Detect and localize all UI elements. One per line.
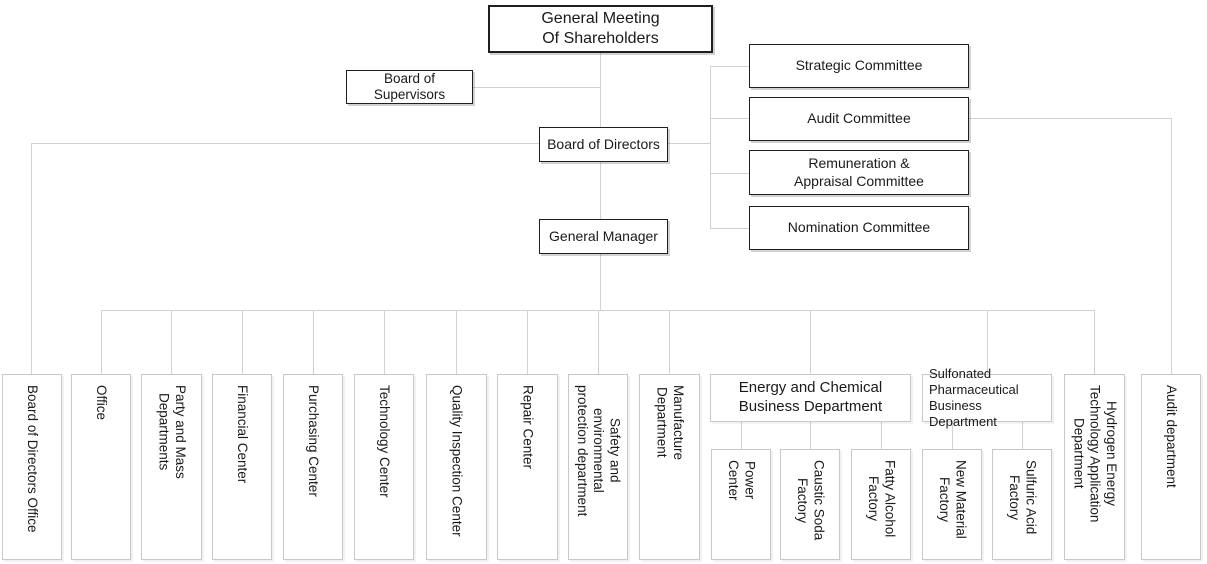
connector-line — [710, 173, 749, 174]
node-repair-center: Repair Center — [497, 374, 558, 560]
connector-line — [741, 422, 742, 449]
node-label: General Manager — [549, 227, 658, 244]
connector-line — [710, 118, 749, 119]
connector-line — [31, 143, 539, 144]
node-label: Safety and environmental protection depa… — [574, 385, 623, 517]
node-hydrogen-energy-technology-application-department: Hydrogen Energy Technology Application D… — [1064, 374, 1125, 560]
connector-line — [710, 66, 749, 67]
node-label: New Material Factory — [937, 460, 969, 539]
node-safety-environmental-protection-department: Safety and environmental protection depa… — [568, 374, 628, 560]
connector-line — [600, 162, 601, 219]
connector-line — [171, 310, 172, 374]
node-label: Board of Directors — [547, 135, 660, 152]
connector-line — [242, 310, 243, 374]
node-label: Board of Supervisors — [373, 70, 446, 102]
node-label: Financial Center — [235, 385, 251, 484]
connector-line — [1094, 310, 1095, 374]
node-label: Hydrogen Energy Technology Application D… — [1071, 385, 1120, 523]
node-label: Quality Inspection Center — [449, 385, 465, 537]
node-power-center: Power Center — [711, 449, 771, 560]
node-board-of-directors: Board of Directors — [539, 127, 668, 162]
connector-line — [810, 422, 811, 449]
node-audit-committee: Audit Committee — [749, 97, 969, 141]
node-label: Manufacture Department — [654, 385, 686, 461]
node-label: Energy and Chemical Business Department — [738, 379, 883, 415]
node-label: Office — [94, 385, 110, 421]
node-board-of-directors-office: Board of Directors Office — [2, 374, 62, 560]
connector-line — [384, 310, 385, 374]
node-fatty-alcohol-factory: Fatty Alcohol Factory — [851, 449, 911, 560]
node-new-material-factory: New Material Factory — [922, 449, 982, 560]
node-label: Nomination Committee — [787, 219, 931, 236]
node-party-and-mass-departments: Party and Mass Departments — [141, 374, 202, 560]
node-energy-chemical-business-department: Energy and Chemical Business Department — [710, 374, 911, 422]
node-strategic-committee: Strategic Committee — [749, 44, 969, 88]
connector-line — [101, 310, 102, 374]
node-label: Caustic Soda Factory — [795, 460, 827, 541]
node-label: Repair Center — [520, 385, 536, 470]
connector-line — [669, 310, 670, 374]
node-label: Fatty Alcohol Factory — [866, 460, 898, 538]
connector-line — [710, 228, 749, 229]
node-label: Technology Center — [377, 385, 393, 498]
connector-line — [810, 310, 811, 374]
node-general-meeting-of-shareholders: General Meeting Of Shareholders — [488, 5, 713, 53]
connector-line — [600, 254, 601, 310]
node-technology-center: Technology Center — [354, 374, 414, 560]
node-quality-inspection-center: Quality Inspection Center — [426, 374, 487, 560]
node-general-manager: General Manager — [539, 219, 668, 254]
node-caustic-soda-factory: Caustic Soda Factory — [780, 449, 840, 560]
connector-line — [1171, 118, 1172, 374]
connector-line — [456, 310, 457, 374]
node-sulfonated-pharmaceutical-business-department: Sulfonated Pharmaceutical Business Depar… — [922, 366, 1052, 429]
node-label: Purchasing Center — [306, 385, 322, 497]
node-label: Audit department — [1164, 385, 1180, 488]
node-label: Sulfonated Pharmaceutical Business Depar… — [929, 366, 1019, 429]
node-remuneration-appraisal-committee: Remuneration & Appraisal Committee — [749, 150, 969, 195]
connector-line — [710, 66, 711, 228]
node-label: Strategic Committee — [795, 57, 923, 74]
node-office: Office — [71, 374, 131, 560]
connector-line — [31, 143, 32, 374]
connector-line — [600, 53, 601, 127]
connector-line — [969, 118, 1171, 119]
connector-line — [987, 310, 988, 374]
node-label: Power Center — [726, 460, 758, 501]
node-board-of-supervisors: Board of Supervisors — [346, 70, 473, 104]
connector-line — [1022, 422, 1023, 449]
node-label: Sulfuric Acid Factory — [1007, 460, 1039, 535]
node-nomination-committee: Nomination Committee — [749, 206, 969, 250]
connector-line — [473, 87, 601, 88]
node-label: Board of Directors Office — [25, 385, 41, 533]
node-financial-center: Financial Center — [212, 374, 272, 560]
node-audit-department: Audit department — [1141, 374, 1201, 560]
node-label: Party and Mass Departments — [156, 385, 188, 479]
connector-line — [881, 422, 882, 449]
node-sulfuric-acid-factory: Sulfuric Acid Factory — [992, 449, 1052, 560]
connector-line — [313, 310, 314, 374]
connector-line — [668, 143, 710, 144]
connector-line — [527, 310, 528, 374]
connector-line — [952, 422, 953, 449]
connector-line — [598, 310, 599, 374]
node-manufacture-department: Manufacture Department — [639, 374, 700, 560]
node-label: General Meeting Of Shareholders — [541, 10, 660, 47]
node-label: Audit Committee — [807, 110, 911, 127]
node-label: Remuneration & Appraisal Committee — [794, 155, 924, 189]
node-purchasing-center: Purchasing Center — [283, 374, 343, 560]
